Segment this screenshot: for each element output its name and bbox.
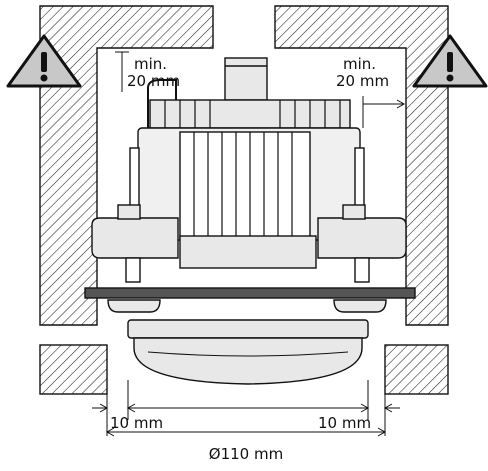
mounting-arm-left <box>91 217 179 259</box>
clearance-label-right-min: min. <box>343 55 376 73</box>
clearance-label-right-value: 20 mm <box>336 72 389 90</box>
ceiling-board <box>84 287 416 299</box>
dome-cover <box>133 337 363 385</box>
mounting-screw-left <box>117 147 141 283</box>
clearance-label-left-value: 20 mm <box>127 72 180 90</box>
warning-triangle-icon <box>412 34 488 88</box>
clamp-left <box>107 299 161 313</box>
ceiling-left-hatch <box>39 5 214 326</box>
ceiling-slab-right <box>384 344 449 395</box>
ceiling-right-hatch <box>274 5 449 326</box>
device-base-plate <box>179 235 317 269</box>
clamp-right <box>333 299 387 313</box>
ceiling-slab-left <box>39 344 108 395</box>
bottom-dimensions <box>92 380 400 437</box>
device-cable-hook <box>147 79 177 128</box>
clearance-dimension-left <box>115 51 129 92</box>
camera-device <box>84 57 416 385</box>
ceiling-structure <box>39 5 449 395</box>
device-side-fins <box>179 131 311 239</box>
gap-label-right: 10 mm <box>318 414 371 432</box>
diameter-label: Ø110 mm <box>209 445 283 463</box>
gap-label-left: 10 mm <box>110 414 163 432</box>
clearance-dimension-right <box>362 96 406 128</box>
device-connector <box>224 57 268 101</box>
dome-flange <box>127 319 369 339</box>
warning-triangle-icon <box>6 34 82 88</box>
clearance-label-left-min: min. <box>134 55 167 73</box>
mounting-screw-right <box>342 147 370 283</box>
mounting-arm-right <box>317 217 407 259</box>
